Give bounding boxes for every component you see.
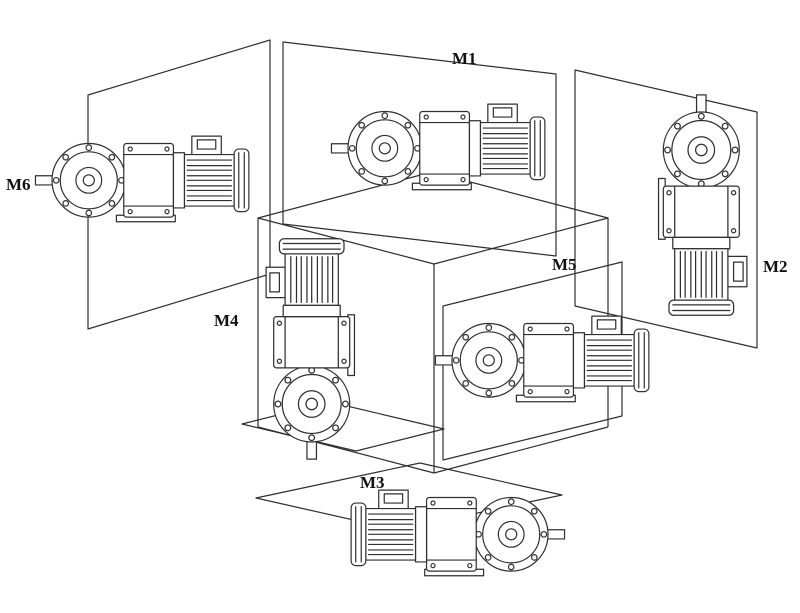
label-m5: M5 bbox=[552, 255, 577, 274]
gearmotor-m4 bbox=[265, 238, 356, 460]
label-m1: M1 bbox=[452, 49, 477, 68]
gearmotor-m2 bbox=[657, 94, 748, 316]
label-m2: M2 bbox=[763, 257, 788, 276]
gearmotor-m1 bbox=[330, 103, 546, 191]
label-m3: M3 bbox=[360, 473, 385, 492]
label-m6: M6 bbox=[6, 175, 31, 194]
label-m4: M4 bbox=[214, 311, 239, 330]
gearmotor-m6 bbox=[34, 135, 250, 223]
gearmotor-m5 bbox=[434, 315, 650, 403]
mounting-plane-m5 bbox=[442, 261, 623, 461]
gearmotor-m3 bbox=[350, 489, 566, 577]
mounting-plane-m1 bbox=[282, 41, 557, 257]
